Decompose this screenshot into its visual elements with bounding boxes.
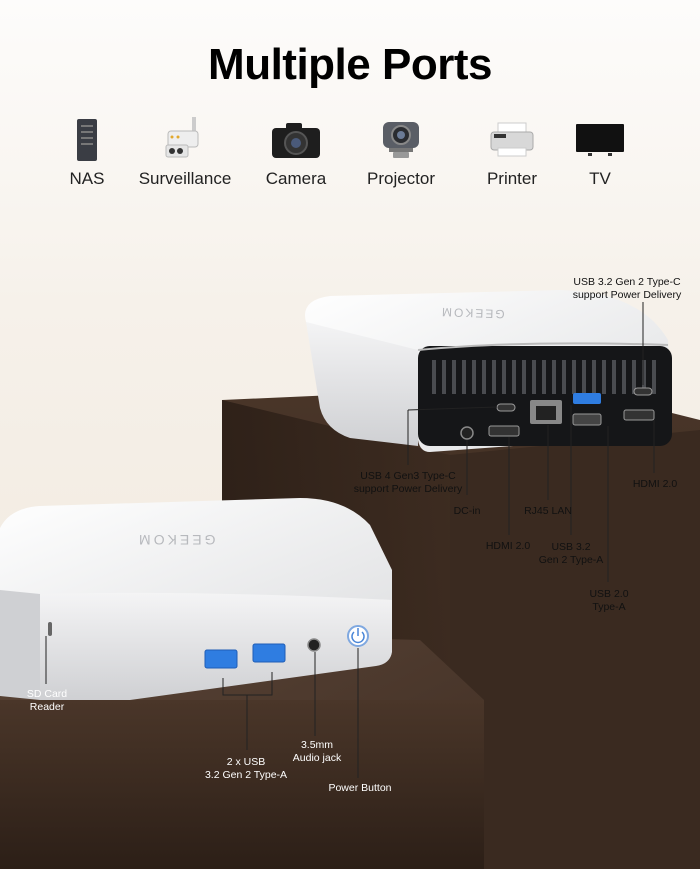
device-label: NAS [69,169,105,188]
back-mini-pc [305,290,672,452]
device-surveillance: Surveillance [130,115,240,189]
device-label: Surveillance [138,169,232,188]
label-front-usb: 2 x USB 3.2 Gen 2 Type-A [204,756,288,781]
device-icon-row: NAS Surveillance Camera [0,115,700,195]
usb-2-0-port [572,413,602,426]
label-usb20: USB 2.0 Type-A [589,588,629,613]
brand-logo-front: GEEKOM [136,532,216,548]
nas-icon [77,119,97,161]
label-rj45: RJ45 LAN [524,505,572,517]
surveillance-camera-icon [165,117,199,158]
label-hdmi-left: HDMI 2.0 [485,540,531,552]
device-label: Camera [265,169,327,188]
label-leader-lines [45,302,655,778]
usb-3-2-port [573,393,601,404]
device-nas: NAS [32,115,142,189]
device-label: TV [589,169,611,188]
tv-icon [576,124,624,156]
page-title: Multiple Ports [208,40,492,89]
usb-a-port [252,643,286,663]
camera-icon [272,123,320,158]
label-sd-card: SD Card Reader [26,688,68,713]
label-usb-c-top: USB 3.2 Gen 2 Type-C support Power Deliv… [572,276,682,301]
device-label: Projector [366,169,436,188]
device-printer: Printer [457,115,567,189]
device-tv: TV [545,115,655,189]
hdmi-port [488,425,520,437]
projector-icon [383,122,419,158]
usb-a-port [204,649,238,669]
label-dc-in: DC-in [453,505,481,517]
label-hdmi-right: HDMI 2.0 [632,478,678,490]
usb-c-port [633,387,653,396]
dc-in-port [460,426,474,440]
printer-icon [490,122,534,157]
sd-slot [48,622,52,636]
usb4-port [496,403,516,412]
brand-logo-back: GEEKOM [439,304,505,322]
label-power-button: Power Button [328,782,392,794]
device-camera: Camera [241,115,351,189]
label-usb4: USB 4 Gen3 Type-C support Power Delivery [353,470,463,495]
label-usb32a: USB 3.2 Gen 2 Type-A [538,541,604,566]
hdmi-port [623,409,655,421]
device-label: Printer [486,169,538,188]
audio-jack [307,638,321,652]
label-audio-jack: 3.5mm Audio jack [292,739,342,764]
device-projector: Projector [346,115,456,189]
front-mini-pc [0,498,392,700]
